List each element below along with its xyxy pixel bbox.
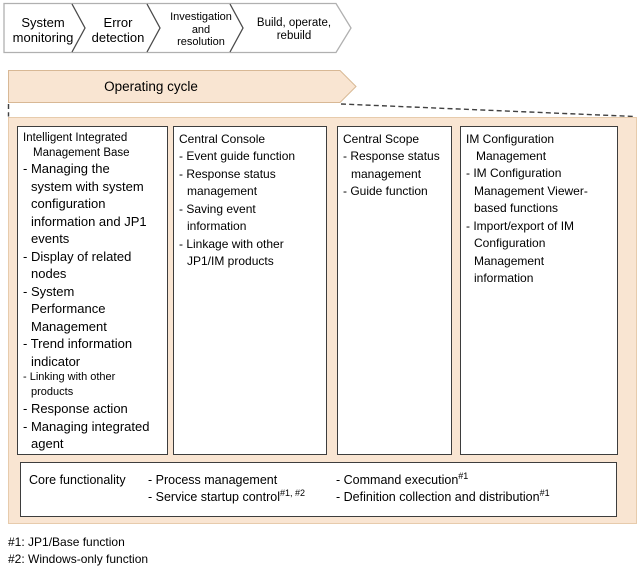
list-item: - Linking with other products — [23, 371, 116, 398]
list-item: - Managing integrated agent — [23, 418, 150, 452]
flow-separator-2 — [146, 3, 161, 53]
flow-step-error-detection: Error detection — [91, 15, 145, 45]
list-item: - Trend information indicator — [23, 336, 133, 369]
box-central-console: Central Console - Event guide function- … — [173, 126, 327, 455]
list-item: - Process management — [148, 473, 278, 487]
footnote-marker: #1 — [458, 470, 469, 481]
flow-separator-3 — [229, 3, 244, 53]
list-item: - Display of related nodes — [23, 248, 132, 282]
list-item: #1: JP1/Base function — [8, 535, 125, 549]
list-item: - IM Configuration Management Viewer- ba… — [466, 166, 588, 215]
footnotes: #1: JP1/Base function #2: Windows-only fu… — [8, 534, 148, 568]
footnote-marker: #1 — [539, 487, 550, 498]
list-item: - Import/export of IM Configuration Mana… — [466, 218, 575, 286]
list-item: - Saving event information — [179, 201, 256, 234]
box-intelligent-integrated-management-base: Intelligent Integrated Management Base -… — [17, 126, 168, 455]
box-core-functionality: Core functionality - Process management-… — [20, 462, 617, 517]
operating-cycle-arrow — [8, 70, 357, 103]
box-title: Central Console — [179, 132, 266, 146]
box-item-list: - IM Configuration Management Viewer- ba… — [466, 165, 613, 288]
box-im-configuration-management: IM Configuration Management - IM Configu… — [460, 126, 618, 455]
box-item-list: - Managing the system with system config… — [23, 160, 163, 453]
flow-separator-1 — [71, 3, 86, 53]
list-item: - Linkage with other JP1/IM products — [179, 236, 284, 269]
box-item-list: - Response status management - Guide func… — [343, 148, 447, 201]
flow-step-investigation-resolution: Investigation and resolution — [170, 11, 232, 49]
core-functionality-label: Core functionality — [29, 473, 126, 487]
list-item: - Response status management — [343, 149, 440, 181]
list-item: - Managing the system with system config… — [23, 161, 147, 246]
dashed-connector-right — [340, 103, 636, 118]
core-column-1: - Process management- Service startup co… — [148, 472, 336, 506]
core-column-2: - Command execution#1- Definition collec… — [336, 470, 616, 506]
list-item: #2: Windows-only function — [8, 552, 149, 566]
box-title: Central Scope — [343, 132, 420, 146]
list-item: - Event guide function — [179, 149, 296, 163]
box-title: Intelligent Integrated Management Base — [23, 132, 130, 159]
box-item-list: - Event guide function - Response status … — [179, 148, 322, 271]
box-central-scope: Central Scope - Response status manageme… — [337, 126, 452, 455]
list-item: - Guide function — [343, 184, 428, 198]
operating-cycle-label: Operating cycle — [104, 79, 198, 94]
flow-step-build-operate-rebuild: Build, operate, rebuild — [256, 16, 332, 43]
flow-step-system-monitoring: System monitoring — [12, 15, 74, 45]
list-item: - System Performance Management — [23, 283, 107, 334]
list-item: - Response status management — [179, 166, 276, 199]
box-title: IM Configuration Management — [466, 132, 555, 163]
flow-arrow-outline — [3, 2, 352, 54]
list-item: - Definition collection and distribution… — [336, 487, 550, 504]
list-item: - Command execution#1 — [336, 470, 469, 487]
list-item: - Service startup control#1, #2 — [148, 487, 306, 504]
footnote-marker: #1, #2 — [280, 487, 306, 498]
list-item: - Response action — [23, 401, 128, 416]
